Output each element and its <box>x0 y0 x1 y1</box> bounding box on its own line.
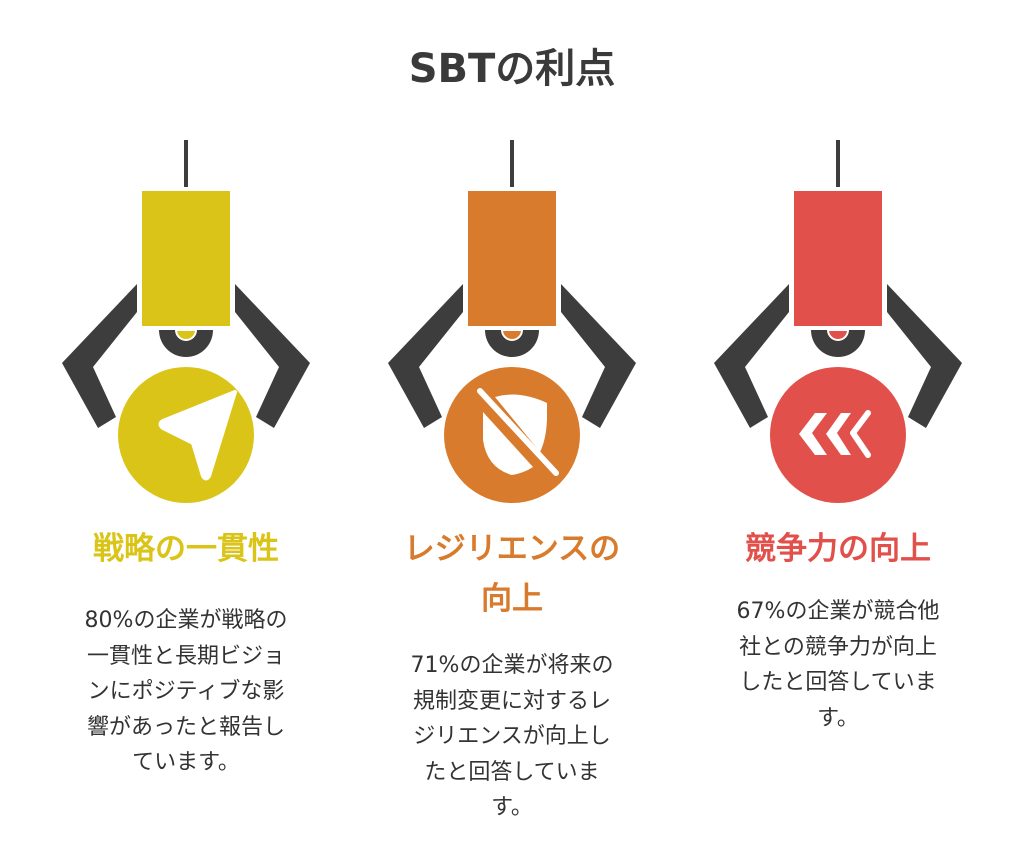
benefit-description: 67%の企業が競合他社との競争力が向上したと回答しています。 <box>736 599 940 731</box>
benefit-resilience: レジリエンスの向上 71%の企業が将来の規制変更に対するレジリエンスが向上したと… <box>349 0 675 849</box>
benefit-competitiveness: 競争力の向上 67%の企業が競合他社との競争力が向上したと回答しています。 <box>675 0 1001 849</box>
claw-illustration <box>388 140 636 503</box>
claw-illustration <box>714 140 962 503</box>
navigation-arrow-icon <box>158 390 237 481</box>
page-title: SBTの利点 <box>408 46 616 92</box>
benefit-description: 80%の企業が戦略の一貫性と長期ビジョンにポジティブな影響があったと報告していま… <box>84 608 288 775</box>
benefit-heading: レジリエンスの向上 <box>403 531 621 617</box>
benefit-strategy-consistency: 戦略の一貫性 80%の企業が戦略の一貫性と長期ビジョンにポジティブな影響があった… <box>23 0 349 849</box>
chevrons-left-icon <box>799 410 871 458</box>
claw-illustration <box>62 140 310 503</box>
benefit-description: 71%の企業が将来の規制変更に対するレジリエンスが向上したと回答しています。 <box>410 653 614 820</box>
shield-off-icon <box>477 388 559 476</box>
benefit-heading: 競争力の向上 <box>745 531 931 567</box>
benefit-heading: 戦略の一貫性 <box>93 531 279 567</box>
